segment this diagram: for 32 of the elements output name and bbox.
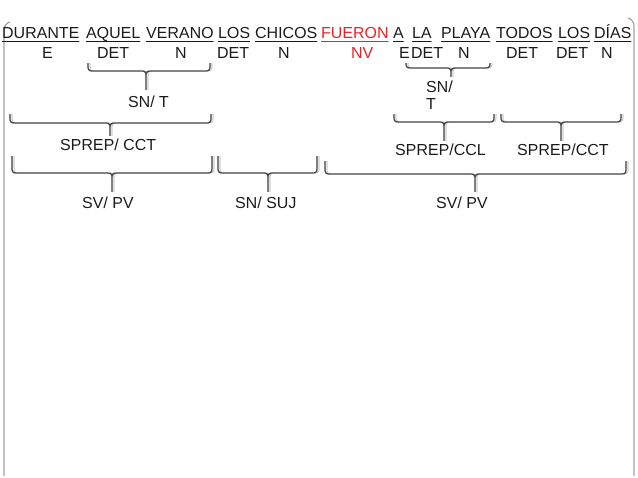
sentence-word: VERANO (146, 24, 214, 44)
sentence-word: LA (412, 24, 432, 44)
phrase-label: SV/ PV (82, 196, 134, 212)
pos-tag: DET (217, 46, 249, 62)
sentence-word: A (393, 24, 404, 44)
phrase-label: SN/ T (128, 95, 169, 111)
sentence-word: LOS (558, 24, 590, 44)
pos-tag: DET (97, 46, 129, 62)
sentence-word: CHICOS (255, 24, 318, 44)
pos-tag: N (175, 46, 187, 62)
sentence-word: PLAYA (441, 24, 490, 44)
pos-tag: NV (351, 46, 374, 62)
sentence-word: LOS (218, 24, 250, 44)
pos-tag: DET (556, 46, 588, 62)
pos-tag: E (399, 46, 410, 62)
pos-tag: DET (506, 46, 538, 62)
phrase-label: SPREP/CCT (517, 143, 609, 159)
phrase-label: SN/ T (426, 79, 454, 113)
phrase-label: SV/ PV (436, 196, 488, 212)
pos-tag: E (42, 46, 53, 62)
phrase-label: SPREP/ CCT (60, 138, 156, 154)
pos-tag: N (601, 46, 613, 62)
pos-tag: N (278, 46, 290, 62)
sentence-word: AQUEL (86, 24, 140, 44)
phrase-label: SN/ SUJ (235, 196, 296, 212)
sentence-word: TODOS (496, 24, 553, 44)
pos-tag: DET (411, 46, 443, 62)
sentence-word: FUERON (321, 24, 389, 44)
sentence-word: DÍAS (594, 24, 632, 44)
phrase-label: SPREP/CCL (395, 143, 486, 159)
pos-tag: N (458, 46, 470, 62)
sentence-word: DURANTE (2, 24, 80, 44)
